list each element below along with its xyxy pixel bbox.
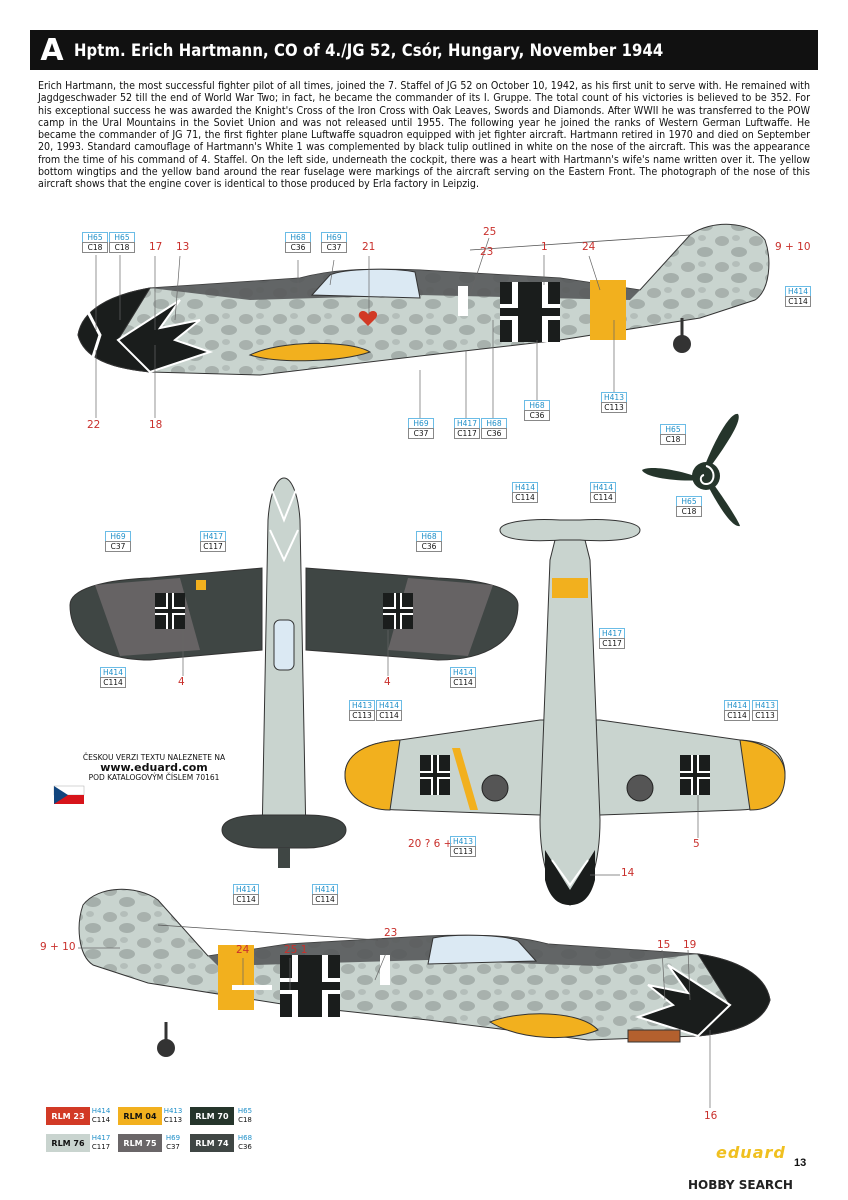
- label-9-10-bottom: 9 + 10: [40, 941, 76, 953]
- label-19: 19: [683, 939, 697, 951]
- label-25-1: 25 1: [284, 944, 308, 956]
- profile-letter: A: [40, 32, 64, 68]
- label-24-bottom: 24: [236, 944, 250, 956]
- label-21: 21: [362, 241, 376, 253]
- label-22: 22: [87, 419, 101, 431]
- label-4-left: 4: [178, 676, 185, 688]
- label-15: 15: [657, 939, 671, 951]
- label-1: 1: [541, 241, 548, 253]
- top-view: [69, 477, 519, 868]
- label-14: 14: [621, 867, 635, 879]
- label-24: 24: [582, 241, 596, 253]
- leader-lines: [78, 237, 711, 1108]
- side-profile-left: [77, 223, 770, 376]
- label-13: 13: [176, 241, 190, 253]
- label-23: 23: [480, 246, 494, 258]
- label-20-6: 20 ? 6 +: [408, 838, 453, 850]
- profile-title: Hptm. Erich Hartmann, CO of 4./JG 52, Cs…: [74, 40, 664, 60]
- label-17: 17: [149, 241, 163, 253]
- side-profile-right: [78, 888, 771, 1057]
- footer-bar: [0, 1176, 848, 1200]
- czech-flag: [53, 785, 85, 804]
- label-5: 5: [693, 838, 700, 850]
- propeller-spinner: [642, 413, 740, 527]
- bottom-view: [344, 519, 786, 906]
- watermark: HOBBY SEARCH: [688, 1178, 793, 1192]
- czech-version-note: ČESKOU VERZI TEXTU NALEZNETE NA www.edua…: [54, 753, 254, 783]
- description-text: Erich Hartmann, the most successful figh…: [38, 80, 810, 191]
- label-9-10-top: 9 + 10: [775, 241, 811, 253]
- label-23-bottom: 23: [384, 927, 398, 939]
- label-18: 18: [149, 419, 163, 431]
- eduard-link[interactable]: www.eduard.com: [100, 761, 208, 774]
- label-25: 25: [483, 226, 497, 238]
- label-4-right: 4: [384, 676, 391, 688]
- profile-header: A Hptm. Erich Hartmann, CO of 4./JG 52, …: [30, 30, 818, 70]
- label-16: 16: [704, 1110, 718, 1122]
- page-number: 13: [794, 1157, 807, 1169]
- eduard-logo: eduard: [716, 1143, 786, 1162]
